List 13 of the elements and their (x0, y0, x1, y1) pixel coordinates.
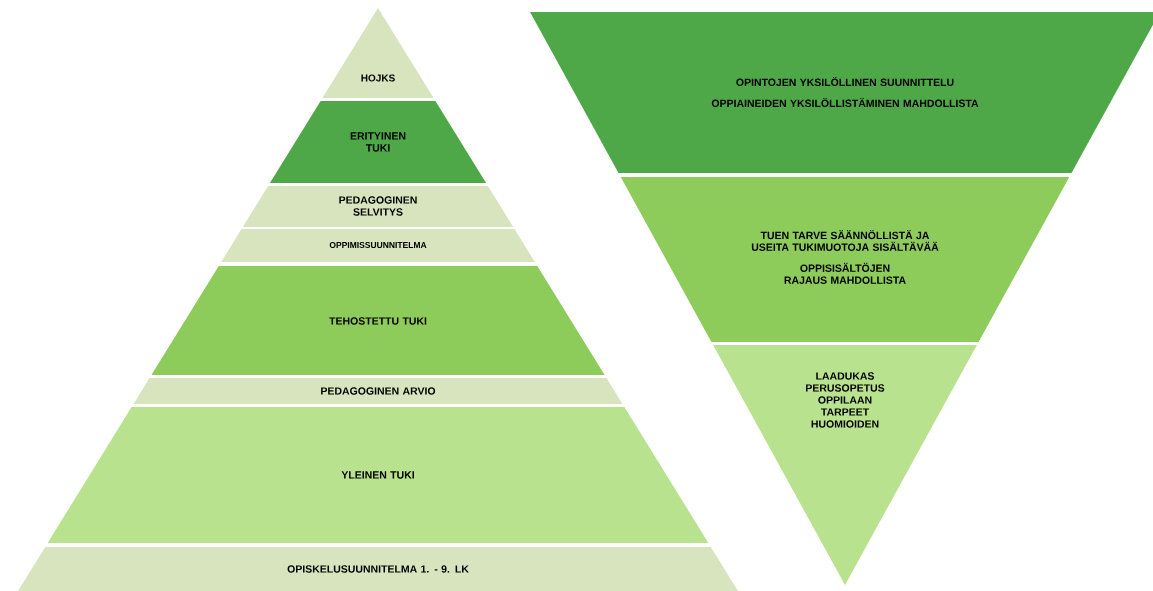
pyramid-band: ERITYINEN TUKI (269, 101, 487, 183)
pyramid-band: HOJKS (322, 8, 434, 98)
pyramid-band: PEDAGOGINEN ARVIO (133, 378, 623, 404)
pyramid-band: TUEN TARVE SÄÄNNÖLLISTÄ JA USEITA TUKIMUOTOJA SISÄLTÄVÄÄ OPPISISÄLTÖJEN RAJAUS MAHDOLLISTA (620, 177, 1070, 342)
pyramid-band: OPISKELUSUUNNITELMA 1. - 9. LK (18, 547, 738, 591)
pyramid-band: LAADUKAS PERUSOPETUS OPPILAAN TARPEET HUOMIOIDEN (713, 345, 977, 585)
pyramid-band: OPINTOJEN YKSILÖLLINEN SUUNNITTELU OPPIAINEIDEN YKSILÖLLISTÄMINEN MAHDOLLISTA (530, 12, 1153, 173)
pyramid-band: OPPIMISSUUNNITELMA (221, 229, 535, 262)
pyramid-band: YLEINEN TUKI (47, 407, 709, 543)
node-label: PEDAGOGINEN SELVITYS (339, 196, 417, 216)
node-label: OPPIMISSUUNNITELMA (329, 241, 427, 248)
pyramid-band: PEDAGOGINEN SELVITYS (242, 186, 514, 227)
pyramid-band: TEHOSTETTU TUKI (151, 266, 605, 375)
